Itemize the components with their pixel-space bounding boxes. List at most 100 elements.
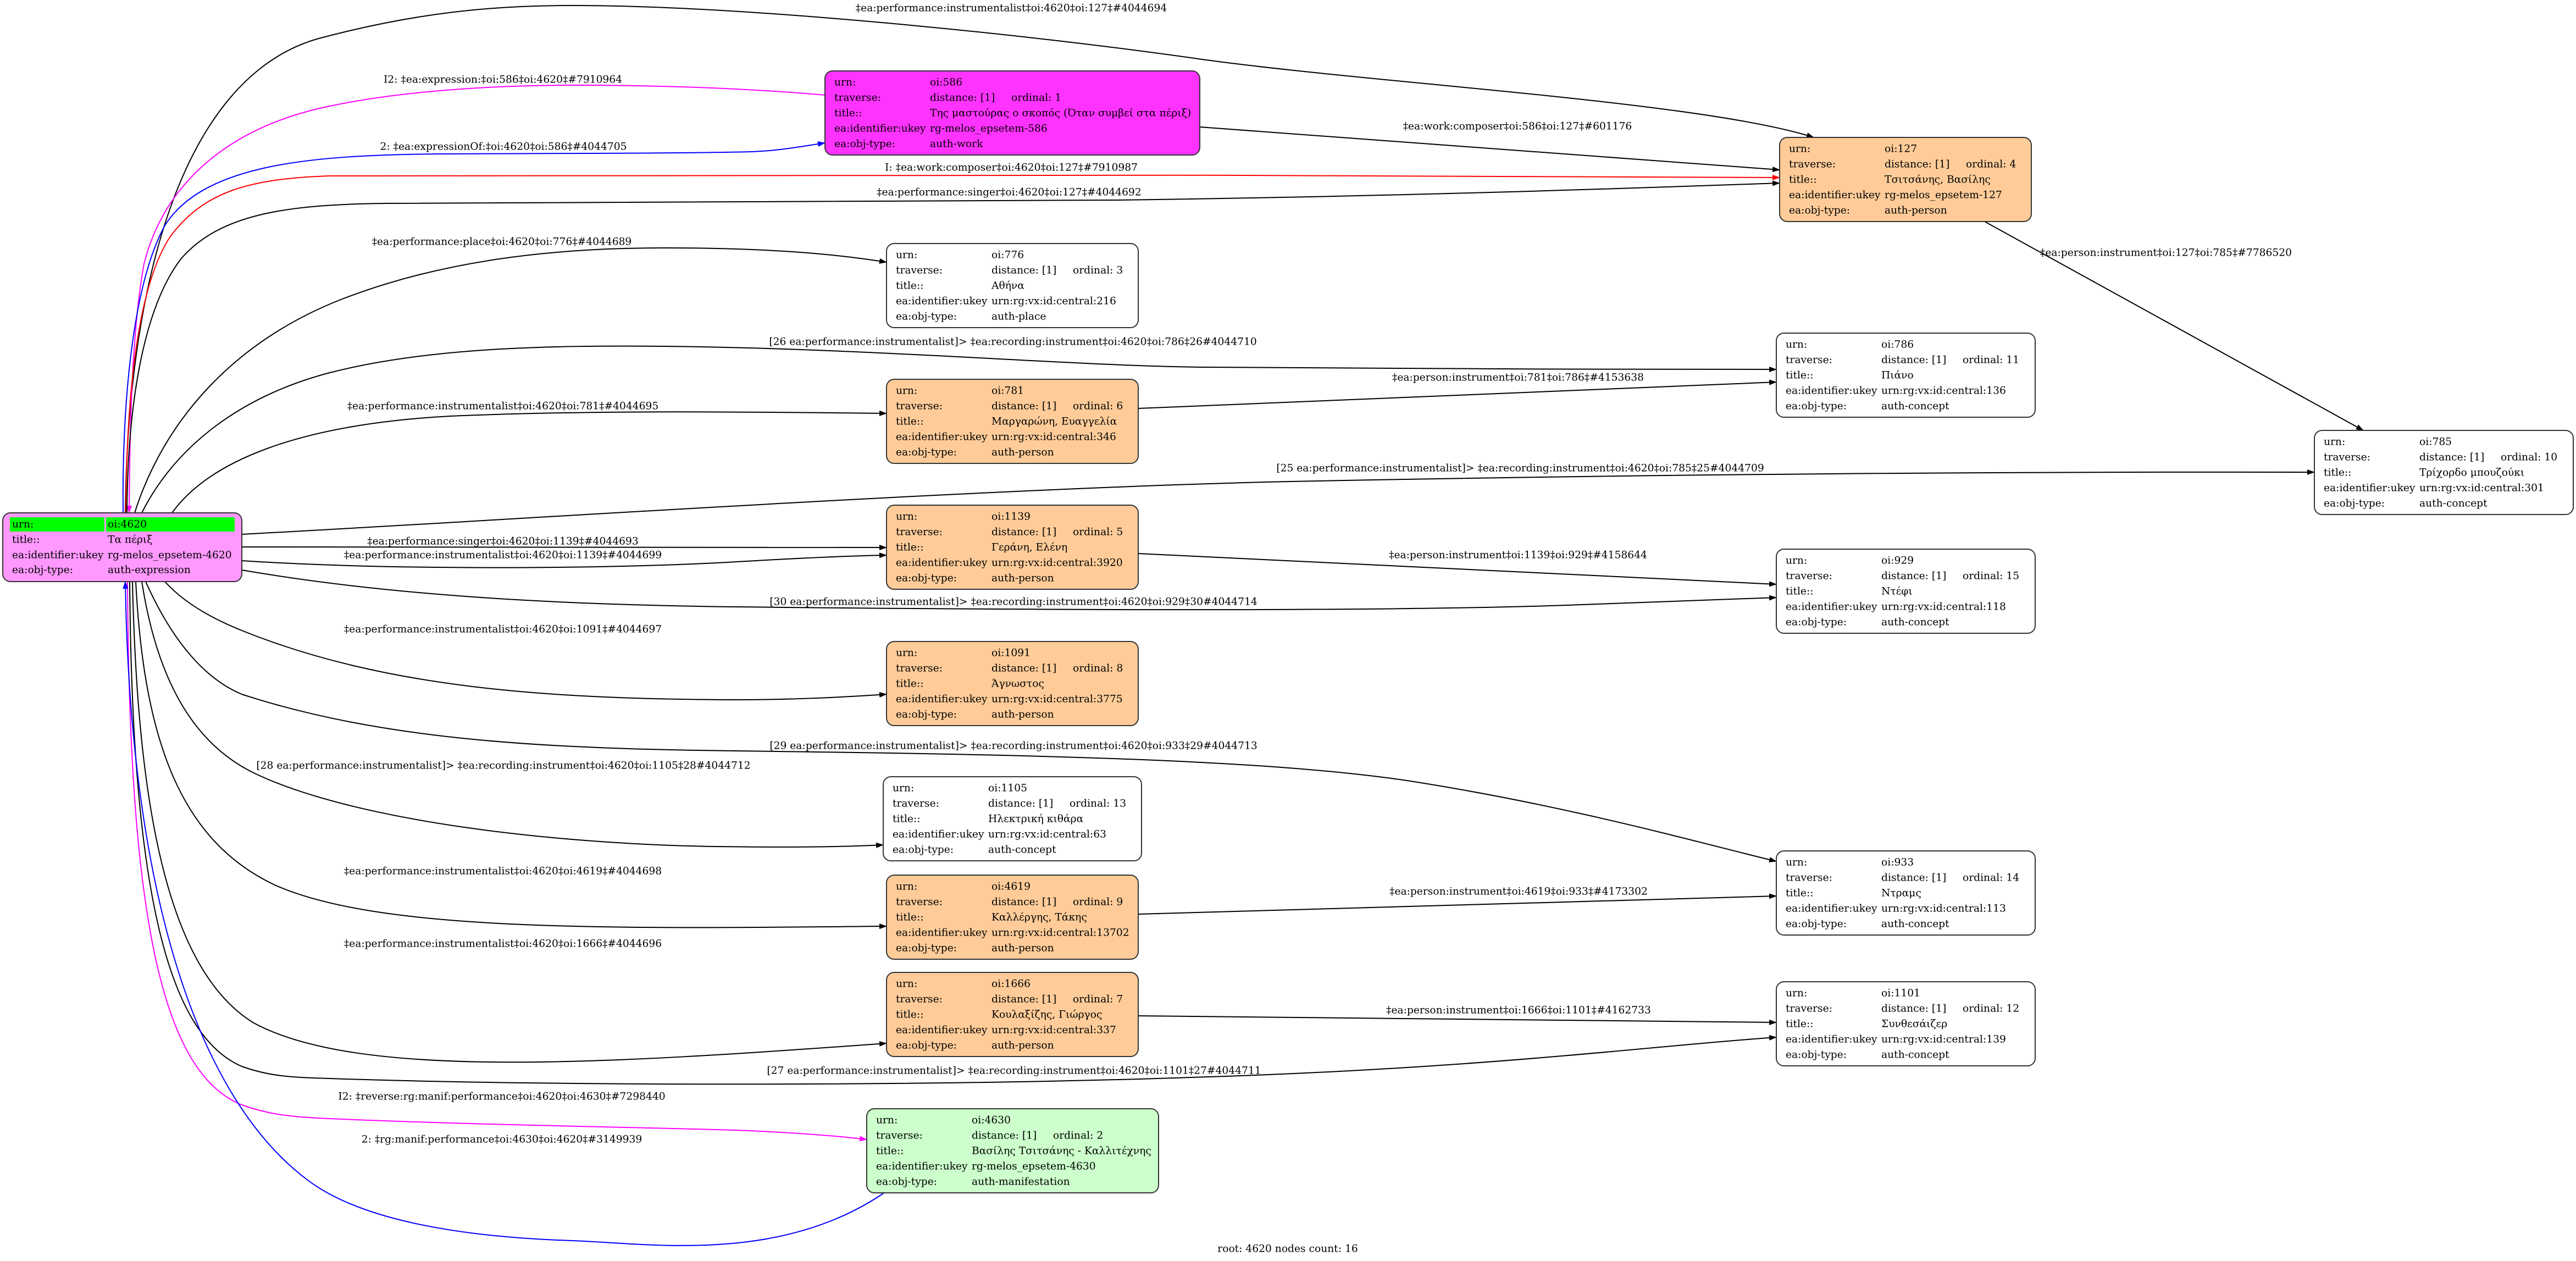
- ordinal-value: ordinal: 3: [1073, 265, 1123, 276]
- edges: ‡ea:performance:instrumentalist‡oi:4620‡…: [122, 3, 2364, 1246]
- urn-label: urn:: [1789, 143, 1810, 155]
- obj-type-value: auth-concept: [1881, 617, 1949, 628]
- ukey-label: ea:identifier:ukey: [896, 557, 988, 569]
- edge-line: [126, 180, 1780, 513]
- ordinal-value: ordinal: 2: [1053, 1130, 1103, 1142]
- edge-line: [241, 469, 2315, 535]
- distance-value: distance: [1]: [2419, 452, 2484, 463]
- title-label: title::: [893, 814, 921, 825]
- urn-value: oi:1091: [991, 648, 1031, 659]
- traverse-label: traverse:: [896, 897, 943, 908]
- urn-label: urn:: [834, 77, 856, 89]
- edge-line: [141, 345, 1777, 513]
- node-oi-1091[interactable]: urn: oi:1091 traverse: distance: [1] ord…: [886, 641, 1139, 726]
- edge-label: ‡ea:person:instrument‡oi:781‡oi:786‡#415…: [1392, 372, 1644, 384]
- obj-type-value: auth-person: [991, 1040, 1054, 1052]
- ordinal-value: ordinal: 6: [1073, 401, 1123, 412]
- node-oi-4630[interactable]: urn: oi:4630 traverse: distance: [1] ord…: [866, 1108, 1159, 1193]
- edge-label: [28 ea:performance:instrumentalist]> ‡ea…: [256, 760, 750, 772]
- urn-label: urn:: [896, 511, 917, 523]
- node-oi-586[interactable]: urn: oi:586 traverse: distance: [1] ordi…: [824, 70, 1200, 156]
- edge-4620-to-127-singer: ‡ea:performance:singer‡oi:4620‡oi:127‡#4…: [126, 180, 1780, 513]
- node-oi-127[interactable]: urn: oi:127 traverse: distance: [1] ordi…: [1779, 137, 2032, 222]
- edge-line: [241, 552, 887, 568]
- obj-type-label: ea:obj-type:: [893, 844, 954, 856]
- obj-type-label: ea:obj-type:: [1786, 1049, 1847, 1061]
- ordinal-value: ordinal: 10: [2501, 452, 2557, 463]
- edge-127-to-785-instrument: ‡ea:person:instrument‡oi:127‡oi:785‡#778…: [1984, 221, 2364, 431]
- urn-value: oi:4619: [991, 881, 1031, 893]
- traverse-label: traverse:: [896, 994, 943, 1005]
- distance-value: distance: [1]: [991, 401, 1056, 412]
- urn-value: oi:776: [991, 250, 1024, 261]
- edge-line: [127, 581, 867, 1142]
- ukey-value: rg-melos_epsetem-127: [1885, 190, 2002, 201]
- edge-label: I: ‡ea:work:composer‡oi:4620‡oi:127‡#791…: [885, 162, 1138, 174]
- node-oi-785[interactable]: urn: oi:785 traverse: distance: [1] ordi…: [2314, 430, 2574, 515]
- ukey-value: rg-melos_epsetem-4620: [108, 550, 232, 561]
- title-label: title::: [896, 678, 924, 690]
- edge-4619-to-933-instrument: ‡ea:person:instrument‡oi:4619‡oi:933‡#41…: [1138, 886, 1777, 915]
- node-oi-933[interactable]: urn: oi:933 traverse: distance: [1] ordi…: [1776, 850, 2036, 936]
- node-box: [886, 243, 1139, 328]
- node-oi-1105[interactable]: urn: oi:1105 traverse: distance: [1] ord…: [883, 776, 1142, 861]
- urn-value: oi:1105: [988, 783, 1027, 794]
- title-value: Γεράνη, Ελένη: [991, 542, 1067, 554]
- edge-label: [25 ea:performance:instrumentalist]> ‡ea…: [1276, 463, 1764, 474]
- edge-label: ‡ea:performance:singer‡oi:4620‡oi:1139‡#…: [367, 536, 638, 547]
- node-oi-929[interactable]: urn: oi:929 traverse: distance: [1] ordi…: [1776, 549, 2036, 634]
- node-oi-786[interactable]: urn: oi:786 traverse: distance: [1] ordi…: [1776, 333, 2036, 418]
- edge-line: [126, 84, 826, 513]
- ukey-label: ea:identifier:ukey: [896, 1025, 988, 1036]
- ukey-label: ea:identifier:ukey: [876, 1161, 968, 1172]
- title-value: Ηλεκτρική κιθάρα: [988, 814, 1084, 825]
- node-oi-1139[interactable]: urn: oi:1139 traverse: distance: [1] ord…: [886, 505, 1139, 590]
- ordinal-value: ordinal: 14: [1963, 872, 2019, 884]
- urn-label: urn:: [896, 978, 917, 990]
- edge-label: [27 ea:performance:instrumentalist]> ‡ea…: [767, 1065, 1261, 1077]
- edge-line: [145, 581, 1777, 862]
- traverse-label: traverse:: [896, 265, 943, 276]
- node-oi-1101[interactable]: urn: oi:1101 traverse: distance: [1] ord…: [1776, 981, 2036, 1066]
- obj-type-label: ea:obj-type:: [2324, 498, 2385, 510]
- node-oi-781[interactable]: urn: oi:781 traverse: distance: [1] ordi…: [886, 379, 1139, 464]
- ordinal-value: ordinal: 13: [1070, 798, 1126, 810]
- edge-4620-to-1139-instrumentalist: ‡ea:performance:instrumentalist‡oi:4620‡…: [241, 550, 887, 568]
- title-value: Ντραμς: [1881, 888, 1921, 899]
- edge-label: [30 ea:performance:instrumentalist]> ‡ea…: [769, 596, 1257, 608]
- node-box: [886, 875, 1139, 960]
- distance-value: distance: [1]: [930, 92, 995, 104]
- obj-type-label: ea:obj-type:: [896, 573, 957, 584]
- ordinal-value: ordinal: 15: [1963, 571, 2019, 582]
- ordinal-value: ordinal: 1: [1011, 92, 1061, 104]
- obj-type-label: ea:obj-type:: [896, 943, 957, 954]
- edge-4620-to-1105-recording-instrument: [28 ea:performance:instrumentalist]> ‡ea…: [141, 581, 884, 848]
- urn-label: urn:: [1786, 555, 1807, 567]
- node-oi-1666[interactable]: urn: oi:1666 traverse: distance: [1] ord…: [886, 972, 1139, 1057]
- traverse-label: traverse:: [1786, 355, 1832, 366]
- edge-line: [241, 569, 1777, 611]
- root-node-oi-4620[interactable]: urn: oi:4620 title:: Τα πέριξ ea:identif…: [2, 512, 242, 582]
- ordinal-value: ordinal: 7: [1073, 994, 1123, 1005]
- edge-4620-to-127-composer: I: ‡ea:work:composer‡oi:4620‡oi:127‡#791…: [125, 162, 1780, 513]
- edge-line: [171, 410, 887, 513]
- node-box: [886, 641, 1139, 726]
- edge-4620-to-1666-instrumentalist: ‡ea:performance:instrumentalist‡oi:4620‡…: [132, 581, 887, 1063]
- obj-type-label: ea:obj-type:: [1789, 205, 1850, 217]
- edge-line: [1138, 893, 1777, 915]
- edge-label: ‡ea:performance:instrumentalist‡oi:4620‡…: [344, 866, 662, 877]
- node-box: [824, 70, 1200, 156]
- node-oi-776[interactable]: urn: oi:776 traverse: distance: [1] ordi…: [886, 243, 1139, 328]
- node-box: [2314, 430, 2574, 515]
- urn-value: oi:781: [991, 385, 1024, 397]
- title-label: title::: [1789, 174, 1817, 186]
- node-box: [1776, 850, 2036, 936]
- urn-value: oi:4620: [108, 519, 147, 530]
- urn-value: oi:1101: [1881, 988, 1920, 999]
- edge-1139-to-929-instrument: ‡ea:person:instrument‡oi:1139‡oi:929‡#41…: [1138, 550, 1777, 587]
- ordinal-value: ordinal: 4: [1966, 159, 2016, 170]
- ukey-value: urn:rg:vx:id:central:301: [2419, 483, 2544, 494]
- node-oi-4619[interactable]: urn: oi:4619 traverse: distance: [1] ord…: [886, 875, 1139, 960]
- title-label: title::: [896, 542, 924, 554]
- ukey-label: ea:identifier:ukey: [896, 927, 988, 939]
